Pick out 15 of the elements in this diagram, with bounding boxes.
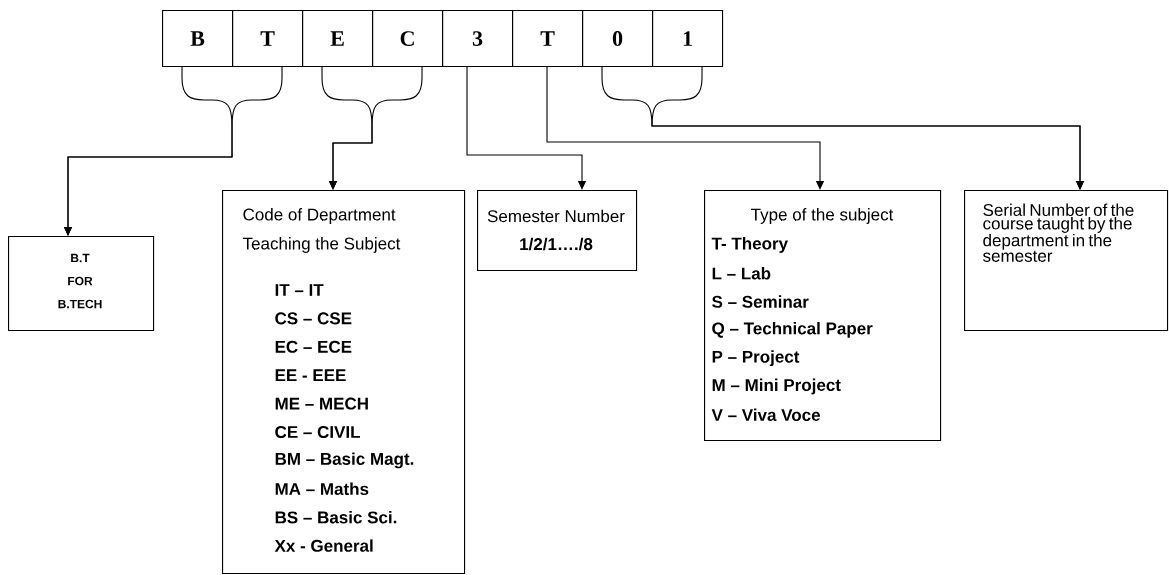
- code-cell: E: [302, 10, 374, 68]
- code-cell: T: [232, 10, 304, 68]
- arrow: [546, 65, 825, 190]
- code-cell: 1: [652, 10, 724, 68]
- degree-box: B.T FOR B.TECH: [8, 236, 155, 332]
- serial-number-box: Serial Number of the course taught by the department in the semester: [964, 190, 1169, 332]
- arrow: [466, 65, 587, 190]
- code-cell: C: [372, 10, 444, 68]
- semester-box: Semester Number 1/2/1…./8: [477, 190, 638, 272]
- code-cell: B: [162, 10, 234, 68]
- code-cell: 0: [582, 10, 654, 68]
- code-cell: 3: [442, 10, 514, 68]
- code-cell: T: [512, 10, 584, 68]
- department-code-box: Code of Department Teaching the Subject IT – IT CS – CSE EC – ECE EE - EEE ME – MECH CE – CIVIL BM – Basic Magt. MA – Maths BS – Basic Sci. Xx - General: [222, 190, 466, 575]
- subject-type-box: Type of the subject T- Theory L – Lab S – Seminar Q – Technical Paper P – Project M – Mini Project V – Viva Voce: [704, 190, 942, 442]
